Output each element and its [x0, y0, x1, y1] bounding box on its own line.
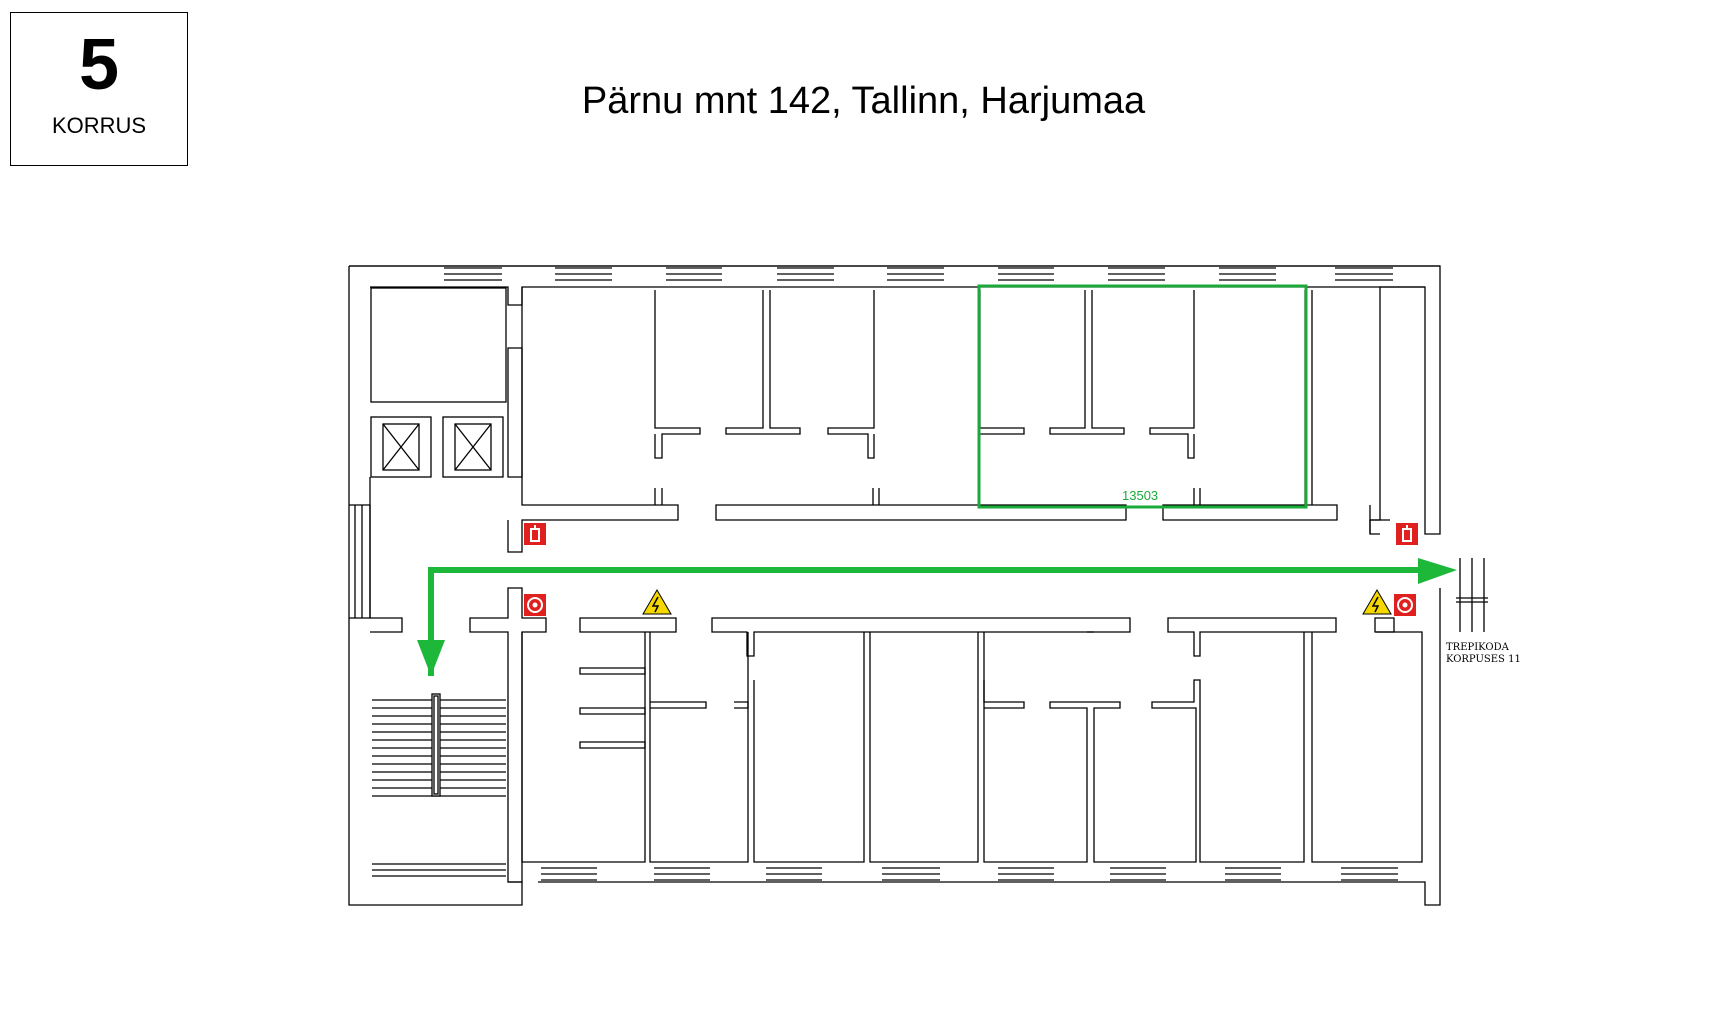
- high-voltage-icon: [1362, 589, 1392, 615]
- fire-hose-icon: [1394, 594, 1416, 616]
- page-title: Pärnu mnt 142, Tallinn, Harjumaa: [581, 80, 1146, 122]
- down-arrow-icon: [417, 640, 445, 676]
- floor-label: KORRUS: [51, 113, 147, 138]
- bottom-windows: [372, 863, 1398, 881]
- exit-arrow-icon: [1418, 558, 1457, 584]
- highlighted-room-outline: [977, 284, 1308, 509]
- evacuation-route: [417, 558, 1457, 676]
- external-stair: [1456, 558, 1488, 632]
- floor-indicator: 5 KORRUS: [10, 12, 188, 166]
- top-windows: [444, 267, 1393, 281]
- floor-number: 5: [78, 25, 120, 105]
- staircase: [372, 693, 506, 797]
- high-voltage-icon: [642, 589, 672, 615]
- fire-extinguisher-icon: [1396, 523, 1418, 545]
- fire-extinguisher-icon: [524, 523, 546, 545]
- elevator-icon: [382, 423, 492, 471]
- walls: [348, 265, 1488, 906]
- stair-note-line2: KORPUSES 11: [1446, 654, 1521, 665]
- room-number-label: 13503: [1122, 488, 1158, 503]
- fire-hose-icon: [524, 594, 546, 616]
- stair-note-line1: TREPIKODA: [1446, 642, 1510, 653]
